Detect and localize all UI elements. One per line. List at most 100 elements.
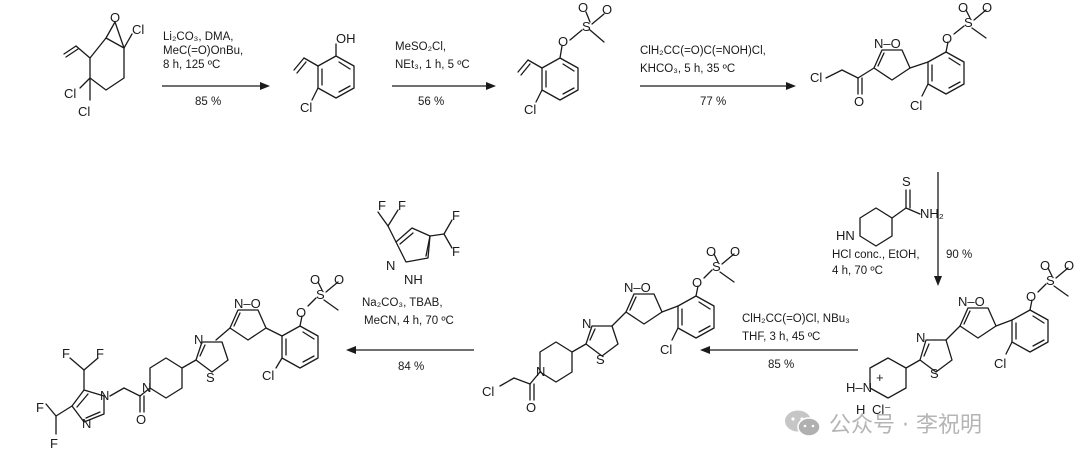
- atom-s: S: [902, 174, 911, 189]
- atom-cl: Cl: [300, 100, 312, 115]
- atom-s: S: [964, 15, 973, 30]
- conditions-line: MeC(=O)OnBu,: [163, 45, 243, 57]
- atom-h: H: [856, 402, 865, 417]
- atom-o: O: [706, 244, 716, 259]
- atom-cl: Cl: [810, 70, 822, 85]
- atom-o: O: [334, 272, 344, 287]
- atom-cl: Cl: [524, 102, 536, 117]
- yield-label: 90 %: [946, 249, 972, 261]
- charge-plus: +: [876, 370, 884, 385]
- atom-o: O: [136, 412, 146, 427]
- reaction-arrow-6: F F F F N NH Na₂CO₃, TBAB, MeCN, 4 h, 70…: [346, 198, 474, 373]
- atom-o: O: [310, 272, 320, 287]
- atom-n: N: [386, 258, 395, 273]
- atom-s: S: [712, 259, 721, 274]
- atom-n: N: [142, 380, 151, 395]
- atom-o: O: [854, 94, 864, 109]
- atom-o: O: [578, 0, 588, 15]
- atom-n: N: [82, 416, 91, 431]
- reaction-arrow-2: MeSO₂Cl, NEt₃, 1 h, 5 ºC 56 %: [392, 41, 496, 108]
- atom-o: O: [1064, 258, 1074, 273]
- atom-cl: Cl: [994, 356, 1006, 371]
- atom-n: N: [536, 364, 545, 379]
- atom-cl: Cl: [64, 86, 76, 101]
- conditions-line: ClH₂CC(=O)C(=NOH)Cl,: [640, 45, 766, 57]
- atom-n: N: [194, 332, 203, 347]
- compound-2-phenol: OH Cl: [293, 31, 356, 115]
- atom-o: O: [942, 31, 952, 46]
- atom-n-o: N–O: [624, 280, 651, 295]
- conditions-line: MeCN, 4 h, 70 ºC: [364, 315, 454, 327]
- watermark: 公众号 · 李祝明: [783, 405, 982, 441]
- watermark-text: 公众号 · 李祝明: [829, 413, 982, 438]
- compound-7-final-product: O S O O Cl N–O N S N O N N F F F F: [36, 272, 344, 451]
- compound-4-isoxazoline: Cl O N–O O S O O Cl: [810, 0, 992, 113]
- compound-5-piperidinium-salt: N S N–O O S O O Cl H–N + H Cl⁻: [846, 258, 1074, 417]
- atom-s: S: [316, 287, 325, 302]
- atom-f: F: [398, 198, 406, 213]
- atom-cl: Cl: [660, 342, 672, 357]
- yield-label: 77 %: [700, 96, 726, 108]
- conditions-line: Na₂CO₃, TBAB,: [362, 297, 443, 309]
- reaction-arrow-4: S NH₂ HN HCl conc., EtOH, 4 h, 70 ºC 90 …: [832, 172, 972, 286]
- atom-n-o: N–O: [874, 36, 901, 51]
- compound-6-chloroacetamide: N S N–O O S O O Cl N Cl O: [482, 244, 740, 415]
- atom-f: F: [96, 346, 104, 361]
- atom-cl: Cl: [78, 104, 90, 119]
- conditions-line: HCl conc., EtOH,: [832, 249, 920, 261]
- reaction-arrow-1: Li₂CO₃, DMA, MeC(=O)OnBu, 8 h, 125 ºC 85…: [162, 31, 270, 108]
- atom-n: N: [100, 388, 109, 403]
- atom-o: O: [526, 400, 536, 415]
- wechat-icon: [785, 410, 821, 437]
- atom-f: F: [50, 436, 58, 451]
- atom-s: S: [930, 366, 939, 381]
- atom-hn: HN: [836, 228, 855, 243]
- conditions-line: THF, 3 h, 45 ºC: [742, 331, 820, 343]
- atom-o: O: [692, 275, 702, 290]
- atom-n: N: [582, 316, 591, 331]
- atom-o: O: [730, 244, 740, 259]
- yield-label: 84 %: [398, 361, 424, 373]
- atom-nh: NH: [404, 272, 423, 287]
- atom-o: O: [558, 34, 568, 49]
- yield-label: 56 %: [418, 96, 444, 108]
- atom-cl: Cl: [132, 22, 144, 37]
- atom-h-n: H–N: [846, 380, 872, 395]
- atom-o: O: [110, 10, 120, 25]
- compound-3-mesylate: O S O O Cl: [517, 0, 612, 117]
- atom-n: N: [916, 330, 925, 345]
- conditions-line: Li₂CO₃, DMA,: [163, 31, 234, 43]
- reaction-arrow-3: ClH₂CC(=O)C(=NOH)Cl, KHCO₃, 5 h, 35 ºC 7…: [640, 45, 796, 108]
- atom-n-o: N–O: [234, 296, 261, 311]
- atom-s: S: [596, 352, 605, 367]
- atom-o: O: [958, 0, 968, 15]
- atom-oh: OH: [336, 31, 356, 46]
- yield-label: 85 %: [195, 96, 221, 108]
- atom-o: O: [982, 0, 992, 15]
- atom-s: S: [1046, 273, 1055, 288]
- atom-f: F: [378, 198, 386, 213]
- conditions-line: KHCO₃, 5 h, 35 ºC: [640, 63, 735, 75]
- conditions-line: 8 h, 125 ºC: [163, 59, 220, 71]
- atom-nh2: NH₂: [920, 206, 944, 221]
- conditions-line: NEt₃, 1 h, 5 ºC: [395, 59, 470, 71]
- atom-o: O: [296, 305, 306, 320]
- atom-o: O: [1026, 289, 1036, 304]
- atom-f: F: [62, 346, 70, 361]
- atom-n-o: N–O: [958, 294, 985, 309]
- atom-s: S: [206, 370, 215, 385]
- atom-f: F: [452, 208, 460, 223]
- atom-cl: Cl: [262, 368, 274, 383]
- counterion-chloride: Cl⁻: [872, 402, 891, 417]
- atom-o: O: [1040, 258, 1050, 273]
- atom-s: S: [582, 19, 591, 34]
- conditions-line: ClH₂CC(=O)Cl, NBu₃: [742, 313, 850, 325]
- atom-f: F: [452, 244, 460, 259]
- reaction-arrow-5: ClH₂CC(=O)Cl, NBu₃ THF, 3 h, 45 ºC 85 %: [700, 313, 858, 371]
- yield-label: 85 %: [768, 359, 794, 371]
- conditions-line: 4 h, 70 ºC: [832, 265, 883, 277]
- atom-cl: Cl: [910, 98, 922, 113]
- atom-f: F: [36, 400, 44, 415]
- atom-cl: Cl: [482, 384, 494, 399]
